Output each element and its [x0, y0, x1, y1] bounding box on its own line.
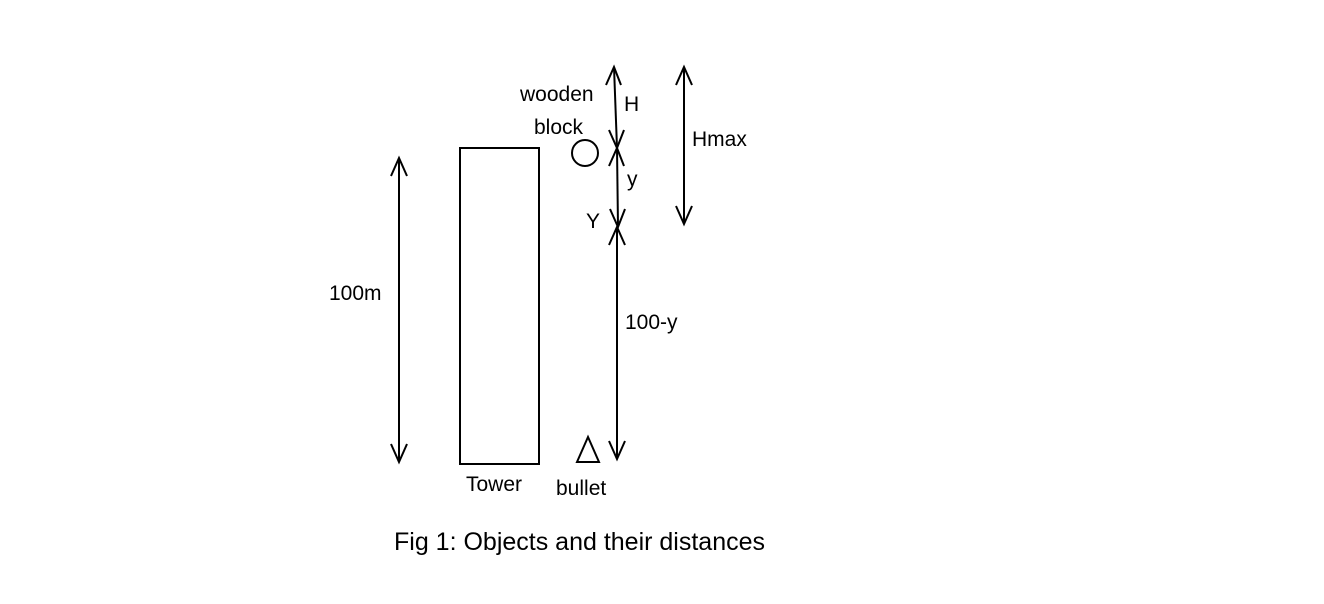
- height-100m-label: 100m: [329, 282, 382, 305]
- bullet-label: bullet: [556, 477, 606, 500]
- block-label: block: [534, 116, 584, 139]
- tower-label: Tower: [466, 473, 522, 496]
- y-upper-label: Y: [586, 210, 600, 233]
- h-label: H: [624, 93, 639, 116]
- hundred-minus-y-label: 100-y: [625, 311, 678, 334]
- y-lower-label: y: [627, 168, 638, 191]
- y-arrow: [608, 145, 626, 230]
- wooden-label: wooden: [519, 83, 594, 106]
- tower-rect: [459, 147, 540, 465]
- hundred-minus-y-arrow: [608, 224, 626, 462]
- hmax-arrow: [675, 64, 693, 227]
- height-100m-arrow: [390, 155, 408, 465]
- bullet-triangle: [575, 434, 601, 463]
- hmax-label: Hmax: [692, 128, 747, 151]
- figure-caption: Fig 1: Objects and their distances: [394, 528, 765, 556]
- h-arrow: [605, 64, 625, 151]
- wooden-block-circle: [571, 139, 599, 167]
